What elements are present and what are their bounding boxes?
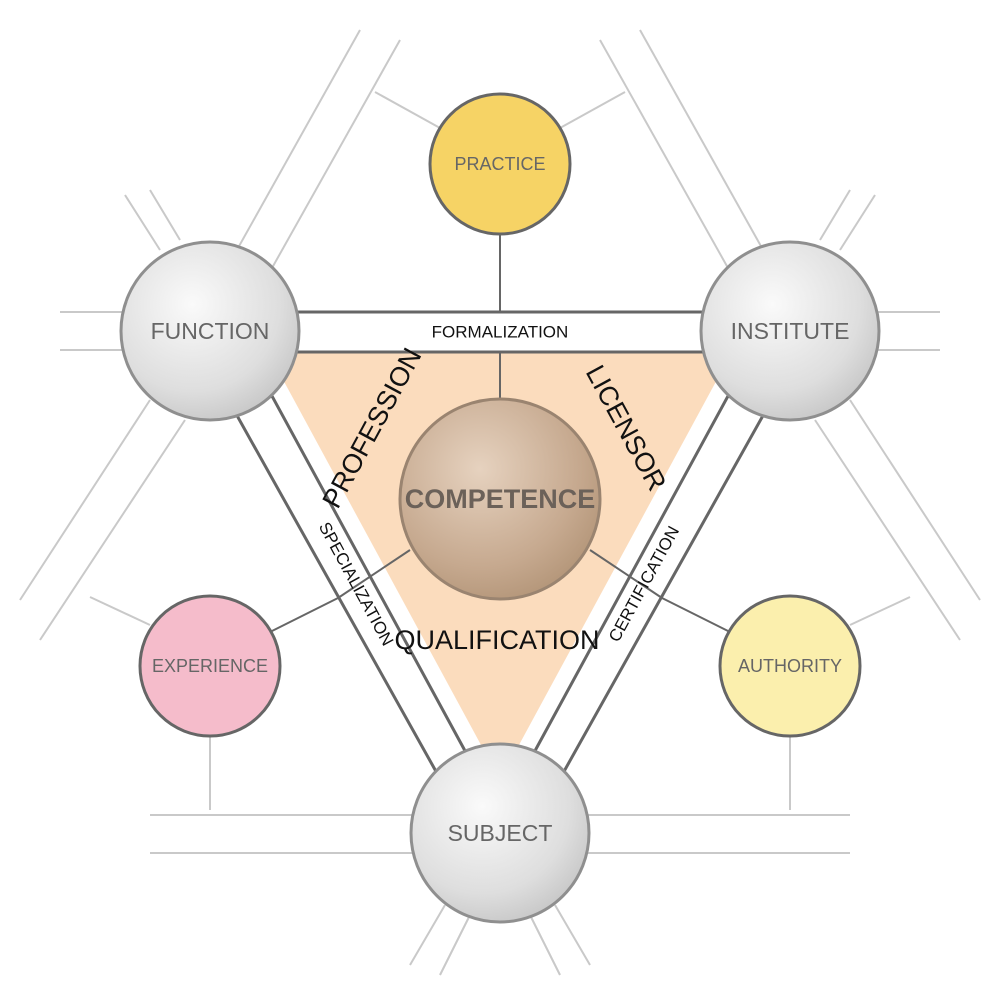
function-node[interactable]: FUNCTION bbox=[119, 240, 301, 422]
practice-node[interactable]: PRACTICE bbox=[428, 92, 572, 236]
outer-frame-lines bbox=[19, 29, 981, 976]
competence-label: COMPETENCE bbox=[405, 484, 596, 514]
experience-node[interactable]: EXPERIENCE bbox=[138, 594, 282, 738]
function-label: FUNCTION bbox=[151, 318, 270, 344]
institute-label: INSTITUTE bbox=[731, 318, 850, 344]
experience-label: EXPERIENCE bbox=[152, 656, 268, 676]
institute-node[interactable]: INSTITUTE bbox=[699, 240, 881, 422]
qualification-label: QUALIFICATION bbox=[394, 625, 599, 655]
competence-node[interactable]: COMPETENCE bbox=[398, 397, 602, 601]
connector-lines bbox=[269, 235, 731, 633]
formalization-label: FORMALIZATION bbox=[432, 323, 569, 342]
authority-label: AUTHORITY bbox=[738, 656, 842, 676]
subject-label: SUBJECT bbox=[448, 820, 553, 846]
practice-label: PRACTICE bbox=[454, 154, 545, 174]
subject-node[interactable]: SUBJECT bbox=[409, 742, 591, 924]
authority-node[interactable]: AUTHORITY bbox=[718, 594, 862, 738]
